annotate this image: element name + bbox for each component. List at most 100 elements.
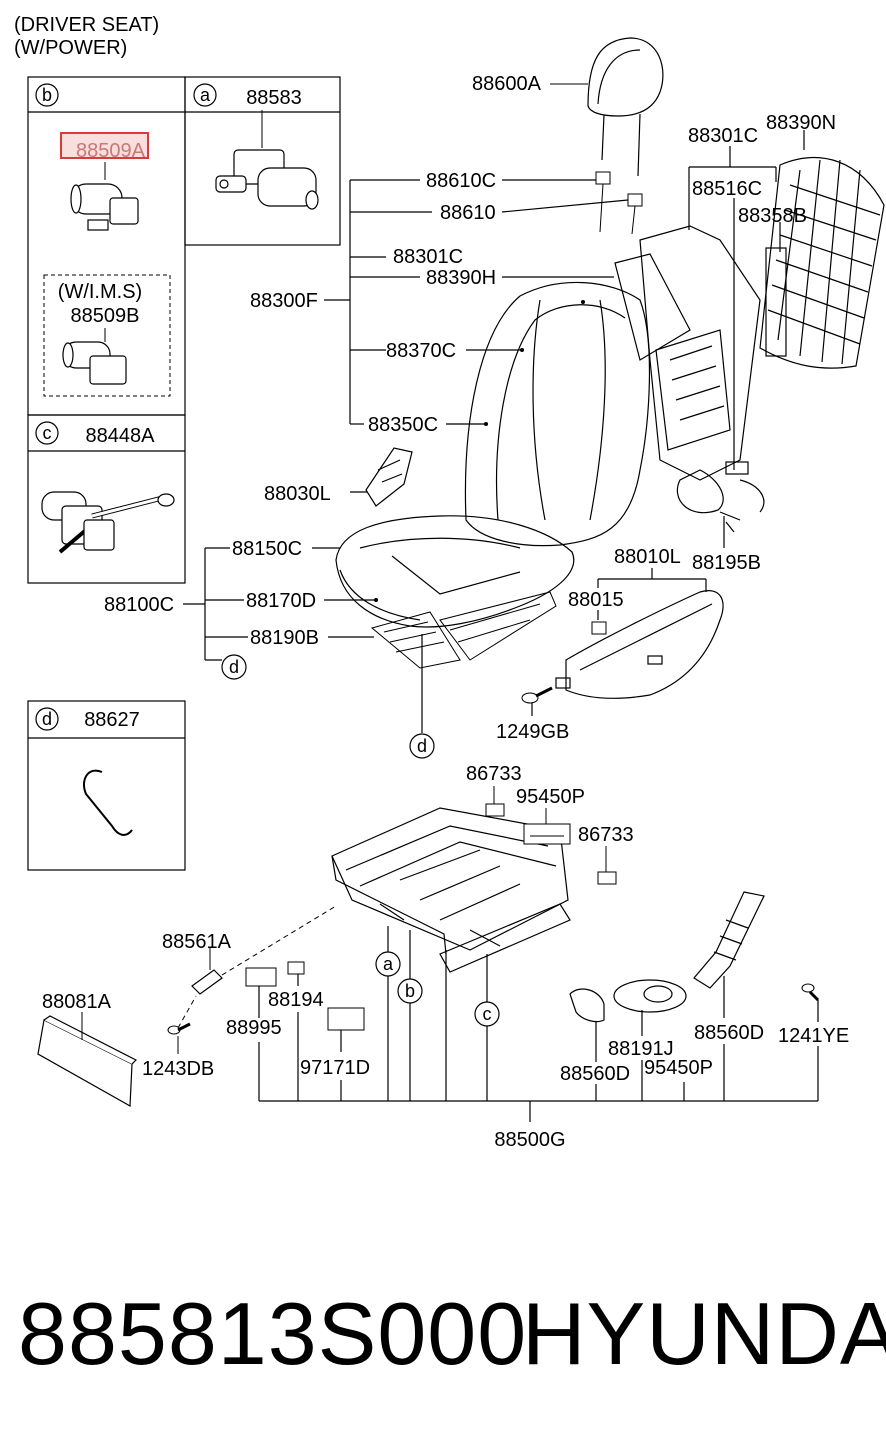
part-88301C-b: 88301C [688, 125, 758, 147]
circle-a-label: a [200, 85, 211, 105]
part-95450P-a: 95450P [516, 786, 585, 808]
unit-88995-icon [245, 967, 277, 987]
ims-label: (W/I.M.S) [58, 281, 142, 303]
headrest-icon [587, 37, 664, 177]
circle-c [35, 421, 59, 445]
unit-97171D-icon [327, 1007, 365, 1031]
actuator-icon [215, 149, 319, 210]
circle-c-label: c [43, 423, 52, 443]
part-86733-b: 86733 [578, 824, 634, 846]
cushion-icon [335, 515, 575, 628]
part-88191J: 88191J [608, 1038, 674, 1060]
lumbar-motor-icon [41, 491, 175, 554]
part-88015: 88015 [568, 589, 624, 611]
screw-1241YE-icon [801, 983, 820, 1002]
footer-part-number: 885813S000 [18, 1284, 528, 1383]
part-88350C: 88350C [368, 414, 438, 436]
part-88301C-a: 88301C [393, 246, 463, 268]
cushion-mat-icon [370, 591, 557, 669]
part-88509A: 88509A [76, 140, 146, 162]
screw-icon [521, 686, 553, 704]
part-88627: 88627 [84, 709, 140, 731]
ims-motor-icon [62, 341, 127, 385]
motor-icon [70, 183, 139, 231]
highlight-box [60, 132, 149, 159]
switch-knob-88191J-icon [613, 979, 687, 1013]
seat-track-icon [331, 807, 571, 973]
module-95450P-icon [523, 823, 571, 845]
bracket-88030L-icon [365, 447, 413, 507]
part-88195B: 88195B [692, 552, 761, 574]
clip-icon [591, 621, 607, 635]
part-88081A: 88081A [42, 991, 112, 1013]
part-95450P-b: 95450P [644, 1057, 713, 1079]
inset-c [27, 414, 186, 584]
clip-88194-icon [287, 961, 305, 975]
screw-1243DB-icon [167, 1022, 191, 1035]
part-88509B: 88509B [71, 305, 140, 327]
clip-86733-a-icon [485, 803, 505, 817]
circle-d-1-label: d [229, 657, 239, 677]
seatback-frame-icon [639, 225, 765, 533]
cushion-bracket [183, 547, 423, 733]
seatback-pad-icon [464, 253, 691, 547]
part-88150C: 88150C [232, 538, 302, 560]
switch-88560D-a-icon [569, 988, 605, 1023]
header-line-2: (W/POWER) [14, 37, 127, 59]
circle-d-2-label: d [417, 736, 427, 756]
circle-d-2 [409, 733, 435, 759]
part-88370C: 88370C [386, 340, 456, 362]
part-88561A: 88561A [162, 931, 232, 953]
seatback-bracket [324, 179, 629, 425]
part-88190B: 88190B [250, 627, 319, 649]
part-1243DB: 1243DB [142, 1058, 214, 1080]
part-88300F: 88300F [250, 290, 318, 312]
part-88516C: 88516C [692, 178, 762, 200]
part-88010L: 88010L [614, 546, 681, 568]
part-88390N: 88390N [766, 112, 836, 134]
footer-brand: HYUNDAI [522, 1284, 886, 1383]
part-88170D: 88170D [246, 590, 316, 612]
part-88600A: 88600A [472, 73, 542, 95]
part-88448A: 88448A [86, 425, 156, 447]
part-88358B: 88358B [738, 205, 807, 227]
circle-b-label: b [42, 85, 52, 105]
frame-bracket [350, 130, 805, 548]
part-88500G: 88500G [494, 1129, 565, 1151]
part-88610C: 88610C [426, 170, 496, 192]
circle-c-track-label: c [483, 1004, 492, 1024]
circle-d-inset-label: d [42, 709, 52, 729]
header-line-1: (DRIVER SEAT) [14, 14, 159, 36]
circle-a-track-label: a [383, 954, 394, 974]
side-shield-icon [555, 590, 724, 699]
part-86733-a: 86733 [466, 763, 522, 785]
circle-a [193, 83, 217, 107]
part-88030L: 88030L [264, 483, 331, 505]
part-88100C: 88100C [104, 594, 174, 616]
inset-d [27, 700, 186, 871]
cover-88561A-icon [191, 969, 223, 995]
circle-d-1 [221, 654, 247, 680]
circle-d-inset [35, 707, 59, 731]
part-88995: 88995 [226, 1017, 282, 1039]
part-88560D-b: 88560D [560, 1063, 630, 1085]
ims-dashed-box [43, 274, 171, 397]
back-board-icon [759, 157, 885, 369]
part-88390H: 88390H [426, 267, 496, 289]
part-88610: 88610 [440, 202, 496, 224]
track-bracket [258, 926, 819, 1122]
circle-b [35, 83, 59, 107]
wire-clip-icon [83, 769, 133, 836]
clip-86733-b-icon [597, 871, 617, 885]
end-cover-88081A-icon [37, 1015, 138, 1108]
part-97171D: 97171D [300, 1057, 370, 1079]
part-88583: 88583 [246, 87, 302, 109]
part-1249GB: 1249GB [496, 721, 569, 743]
part-88194: 88194 [268, 989, 324, 1011]
switch-88560D-b-icon [693, 891, 765, 989]
part-1241YE: 1241YE [778, 1025, 849, 1047]
guide-icon [595, 171, 643, 235]
part-88560D-a: 88560D [694, 1022, 764, 1044]
circle-b-track-label: b [405, 981, 415, 1001]
